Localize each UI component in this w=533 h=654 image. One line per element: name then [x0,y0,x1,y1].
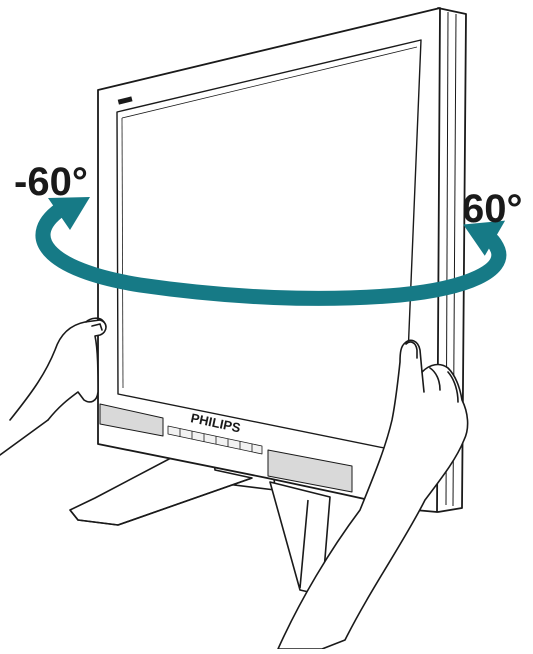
right-angle-label: 60° [462,187,523,231]
monitor-screen [117,40,421,452]
left-angle-label: -60° [14,160,88,204]
left-hand-icon [0,318,106,455]
